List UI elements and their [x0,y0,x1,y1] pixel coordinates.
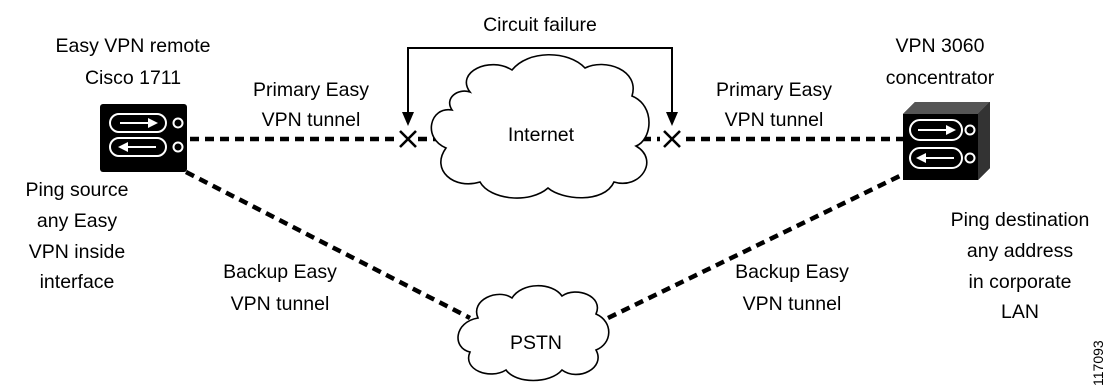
failure-x-left [399,130,417,148]
failure-arrow-right [666,112,678,126]
backup-left-label-line2: VPN tunnel [231,293,330,315]
primary-left-label-line1: Primary Easy [253,79,369,101]
backup-left-label-line1: Backup Easy [223,261,337,283]
primary-left-label-line2: VPN tunnel [262,109,361,131]
backup-tunnel-left [184,169,472,321]
concentrator-title-line2: concentrator [886,67,995,89]
figure-number: 117093 [1090,340,1106,386]
remote-router-title-line1: Easy VPN remote [56,35,211,57]
remote-router-note-line4: interface [40,271,115,293]
pstn-label: PSTN [510,332,562,354]
backup-right-label-line1: Backup Easy [735,261,849,283]
concentrator-title-line1: VPN 3060 [896,35,985,57]
remote-router-title-line2: Cisco 1711 [85,67,181,89]
concentrator-icon [903,102,990,180]
backup-tunnel-right [607,167,913,321]
internet-label: Internet [508,124,575,146]
concentrator-note-line2: any address [967,240,1073,262]
remote-router-note-line1: Ping source [26,179,129,201]
remote-router-note-line3: VPN inside [29,241,125,263]
circuit-failure-label: Circuit failure [483,14,597,36]
remote-router-note-line2: any Easy [37,210,117,232]
failure-x-right [663,130,681,148]
concentrator-note-line3: in corporate [969,271,1072,293]
failure-arrow-left [402,112,414,126]
pstn-cloud [457,285,610,382]
concentrator-note-line1: Ping destination [951,209,1090,231]
primary-right-label-line1: Primary Easy [716,79,832,101]
backup-right-label-line2: VPN tunnel [743,293,842,315]
primary-right-label-line2: VPN tunnel [725,109,824,131]
circuit-failure-bracket [402,47,678,126]
remote-router-icon [100,104,187,172]
internet-cloud [430,53,650,199]
concentrator-note-line4: LAN [1001,301,1039,323]
